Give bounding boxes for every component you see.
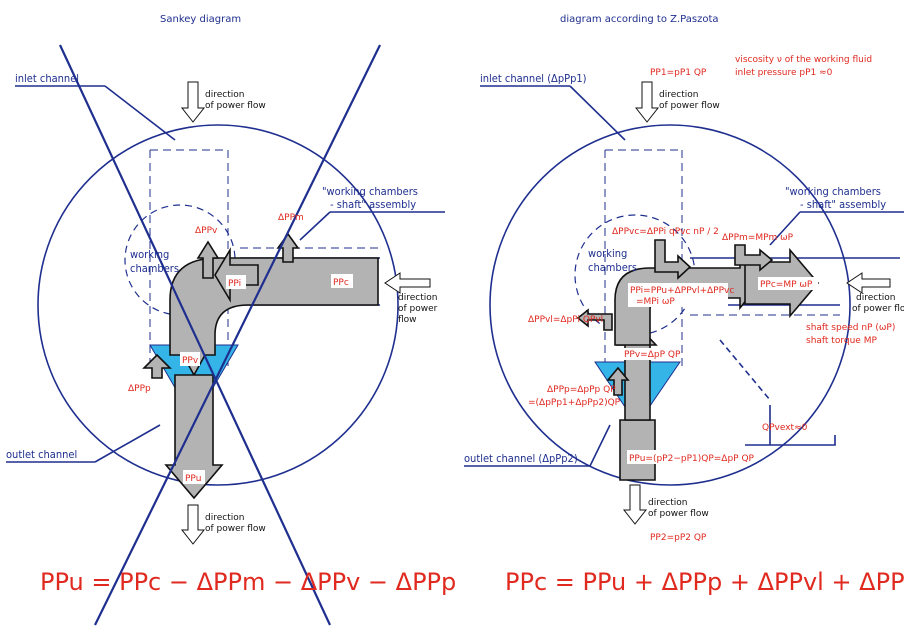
right-dir-top-arrow — [634, 81, 660, 123]
right-ppi-label-2: =MPi ωP — [636, 297, 675, 307]
left-cross-line-1 — [59, 44, 331, 626]
right-pp2-label: PP2=pP2 QP — [650, 533, 707, 543]
left-dir-right-arrow — [384, 272, 431, 294]
right-ppu-label: PPu=(pP2−pP1)QP=ΔpP QP — [629, 454, 755, 464]
right-pp1-label: PP1=pP1 QP — [650, 68, 707, 78]
left-dir-bottom-arrow — [180, 504, 206, 545]
right-wc-shaft-1: "working chambers — [785, 185, 881, 198]
right-dppp-arrow — [606, 366, 630, 396]
right-ppc-label: PPc=MP ωP — [760, 280, 813, 290]
left-wc-leader — [299, 211, 331, 241]
left-dpp-arrow — [142, 353, 172, 379]
right-wc-leader — [769, 211, 801, 246]
right-wc-shaft-2: - shaft" assembly — [800, 198, 886, 211]
left-title: Sankey diagram — [160, 14, 241, 25]
right-dppvl-label: ΔPPvl=ΔpPi QPvl — [528, 315, 603, 325]
right-inlet-pressure: inlet pressure pP1 ≈0 — [735, 68, 833, 78]
right-dir-top-1: direction — [659, 90, 698, 100]
right-dir-bottom-2: of power flow — [648, 509, 709, 519]
right-ppv-box — [622, 348, 674, 360]
right-inlet-leader — [569, 85, 626, 141]
right-dir-right-arrow — [846, 272, 891, 294]
left-dpp-label: ΔPPp — [128, 384, 151, 394]
left-diagram: Sankey diagram direction of power flow d… — [6, 14, 456, 626]
left-dir-top-2: of power flow — [205, 101, 266, 111]
right-ppi-box — [628, 283, 728, 307]
right-equation: PPc = PPu + ΔPPp + ΔPPvl + ΔPPvc + ΔPPm — [505, 568, 904, 596]
left-chambers-label: chambers — [130, 262, 179, 275]
left-dpm-label: ΔPPm — [278, 213, 304, 223]
left-dir-right-3: flow — [398, 315, 417, 325]
right-qpvext-bracket — [745, 405, 836, 446]
right-dir-bottom-1: direction — [648, 498, 687, 508]
right-shaft-torque: shaft torque MP — [806, 336, 877, 346]
left-ppc-box — [331, 274, 353, 288]
right-dppvc-arrow — [654, 239, 692, 280]
right-dppp-label-2: =(ΔpPp1+ΔpPp2)QP — [528, 398, 621, 408]
right-working-label: working — [588, 247, 627, 260]
left-ppv-label: PPv — [182, 356, 199, 366]
left-ppc-label: PPc — [333, 278, 349, 288]
left-dir-bottom-2: of power flow — [205, 524, 266, 534]
left-ppu-label: PPu — [185, 474, 201, 484]
right-dppvc-label: ΔPPvc=ΔPPi qPvc nP / 2 — [612, 227, 719, 237]
right-outlet-leader — [589, 424, 611, 467]
left-working-label: working — [130, 248, 169, 261]
left-inlet-leader — [104, 85, 176, 141]
right-ppc-box — [758, 277, 818, 290]
left-ppi-box — [226, 275, 246, 289]
right-inlet-label: inlet channel (ΔpPp1) — [480, 72, 587, 85]
left-dir-right-1: direction — [398, 293, 437, 303]
right-dir-right-1: direction — [856, 293, 895, 303]
left-dir-top-1: direction — [205, 90, 244, 100]
right-dppm-label: ΔPPm=MPm ωP — [722, 233, 794, 243]
right-qpvext-label: QPvext≈0 — [762, 423, 808, 433]
right-outlet-label: outlet channel (ΔpPp2) — [464, 452, 578, 465]
right-shaft-speed: shaft speed nP (ωP) — [806, 323, 895, 333]
right-dppm-arrow — [734, 244, 774, 272]
right-diagram: diagram according to Z.Paszota QPvext≈0 … — [464, 14, 904, 596]
left-outlet-leader — [94, 424, 161, 463]
left-ppu-box — [183, 470, 205, 484]
right-dir-top-2: of power flow — [659, 101, 720, 111]
right-ppi-label-1: PPi=PPu+ΔPPvl+ΔPPvc — [630, 286, 734, 296]
right-dppp-label-1: ΔPPp=ΔpPp QP — [547, 385, 616, 395]
left-cross-line-2 — [94, 44, 381, 626]
left-dpv-label: ΔPPv — [195, 226, 218, 236]
right-viscosity: viscosity ν of the working fluid — [735, 55, 872, 65]
left-wc-shaft-1: "working chambers — [322, 185, 418, 198]
left-dpv-arrow — [196, 240, 220, 279]
left-ppi-label: PPi — [228, 279, 241, 289]
right-dir-bottom-arrow — [622, 484, 648, 525]
left-dir-bottom-1: direction — [205, 513, 244, 523]
left-outer-circle — [37, 124, 399, 486]
right-chambers-label: chambers — [588, 261, 637, 274]
right-title: diagram according to Z.Paszota — [560, 14, 719, 25]
left-equation: PPu = PPc − ΔPPm − ΔPPv − ΔPPp — [40, 568, 456, 596]
left-inlet-label: inlet channel — [15, 72, 79, 85]
right-dir-right-2: of power flo — [852, 304, 904, 314]
right-outer-circle — [489, 124, 851, 486]
right-dppvl-arrow — [576, 308, 613, 331]
left-dir-top-arrow — [180, 81, 206, 123]
right-qpvext-leader — [719, 339, 771, 401]
right-ppu-box — [627, 450, 739, 464]
left-outlet-label: outlet channel — [6, 448, 77, 461]
right-ppv-label: PPv=ΔpP QP — [624, 350, 681, 360]
left-ppv-box — [180, 352, 200, 366]
left-dir-right-2: of power — [398, 304, 438, 314]
left-wc-shaft-2: - shaft" assembly — [330, 198, 416, 211]
